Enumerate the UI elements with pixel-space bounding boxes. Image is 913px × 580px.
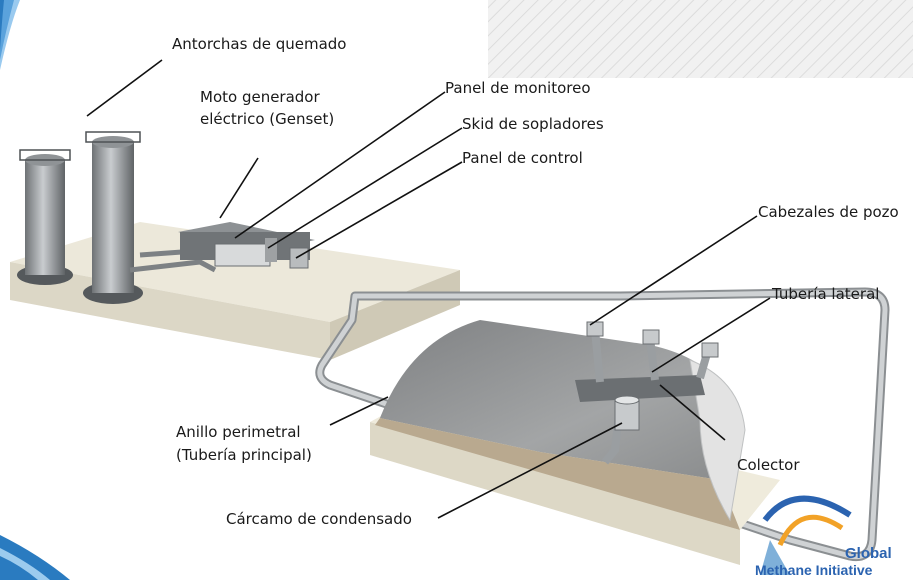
logo-text-global: Global bbox=[845, 545, 892, 562]
label-control-panel: Panel de control bbox=[462, 149, 583, 167]
leader-condensate-sump bbox=[437, 422, 623, 519]
label-ring-line1: Anillo perimetral bbox=[176, 423, 301, 441]
equipment-cluster bbox=[178, 222, 315, 269]
leader-wellheads bbox=[589, 215, 758, 326]
label-genset-line1: Moto generador bbox=[200, 88, 320, 106]
leader-lateral-pipe bbox=[651, 297, 771, 373]
decorative-swoosh-top-accent bbox=[0, 0, 20, 70]
decorative-swoosh-bottom-accent bbox=[0, 548, 50, 580]
flare-stack-right bbox=[83, 131, 143, 304]
label-lateral-pipe: Tubería lateral bbox=[772, 285, 880, 303]
wellheads bbox=[586, 321, 719, 358]
leader-collector bbox=[659, 384, 726, 441]
logo-text-methane-initiative: Methane Initiative bbox=[755, 562, 873, 578]
perimeter-ring-pipe bbox=[315, 287, 890, 562]
leader-control-panel bbox=[295, 161, 463, 259]
leader-blower-skid bbox=[267, 127, 463, 249]
global-methane-logo-mark bbox=[760, 495, 852, 575]
label-flares: Antorchas de quemado bbox=[172, 35, 347, 53]
label-blower-skid: Skid de sopladores bbox=[462, 115, 604, 133]
label-wellheads: Cabezales de pozo bbox=[758, 203, 899, 221]
label-condensate-sump: Cárcamo de condensado bbox=[226, 510, 412, 528]
label-ring-line2: (Tubería principal) bbox=[176, 446, 312, 464]
label-collector: Colector bbox=[737, 456, 800, 474]
condensate-sump bbox=[614, 395, 640, 431]
leader-ring-pipe bbox=[329, 396, 389, 426]
decorative-banner bbox=[488, 0, 913, 78]
leader-genset bbox=[219, 157, 259, 219]
flare-stack-left bbox=[17, 149, 73, 285]
decorative-swoosh-bottom bbox=[0, 535, 70, 580]
label-monitoring-panel: Panel de monitoreo bbox=[445, 79, 591, 97]
leader-monitoring-panel bbox=[234, 91, 446, 239]
leader-flares bbox=[86, 59, 163, 117]
landfill-mound bbox=[375, 320, 746, 530]
label-genset-line2: eléctrico (Genset) bbox=[200, 110, 335, 128]
